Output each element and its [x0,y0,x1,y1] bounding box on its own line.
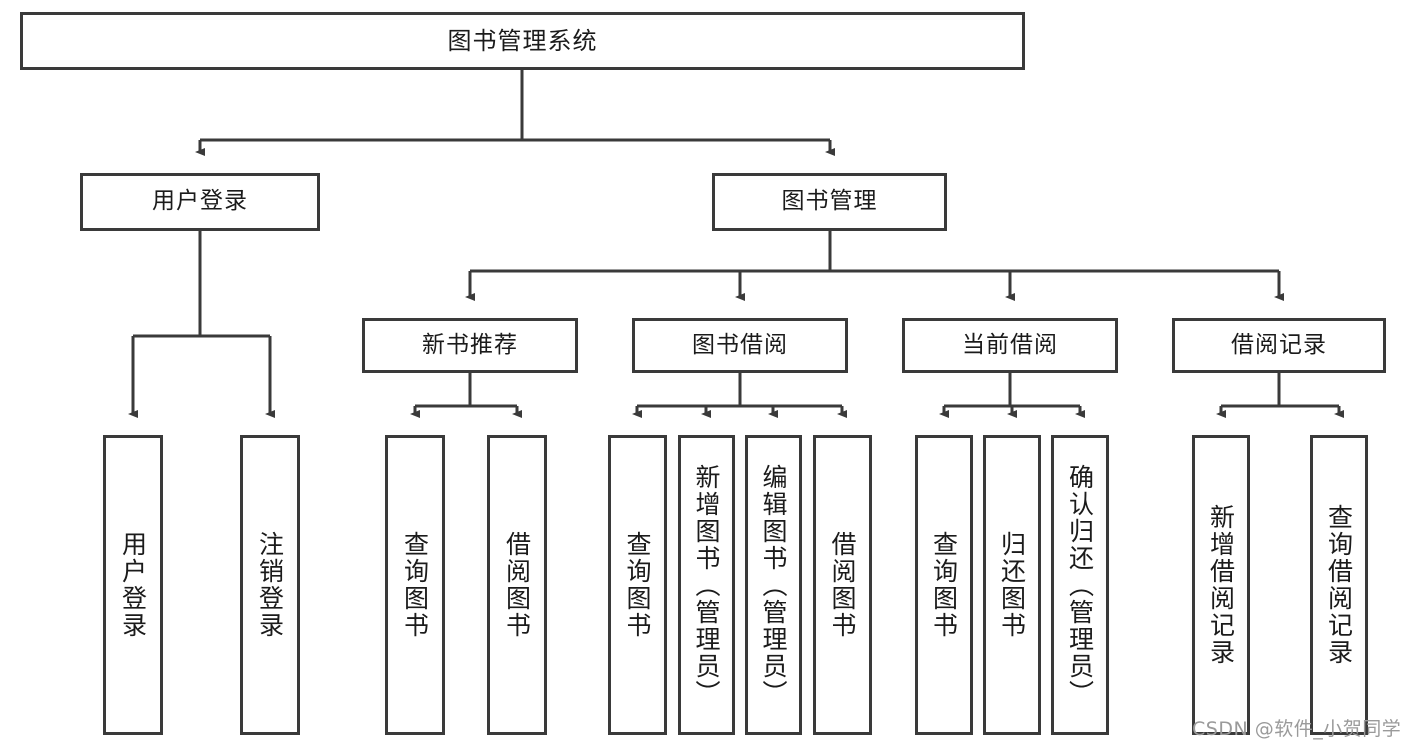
node-leaf-edit-book[interactable]: 编辑图书（管理员） [745,435,802,735]
node-leaf-add-book-label: 新增图书（管理员） [692,463,721,707]
node-current-borrow-label: 当前借阅 [962,331,1058,358]
node-book-manage[interactable]: 图书管理 [712,173,947,231]
node-leaf-query-book-3[interactable]: 查询图书 [915,435,973,735]
node-leaf-borrow-book-1-label: 借阅图书 [502,531,532,639]
node-root-label: 图书管理系统 [447,26,598,55]
node-user-login[interactable]: 用户登录 [80,173,320,231]
node-leaf-query-record-label: 查询借阅记录 [1324,504,1354,666]
node-current-borrow[interactable]: 当前借阅 [902,318,1118,373]
node-leaf-user-login[interactable]: 用户登录 [103,435,163,735]
node-leaf-query-book-2[interactable]: 查询图书 [608,435,667,735]
node-leaf-borrow-book-1[interactable]: 借阅图书 [487,435,547,735]
node-leaf-query-book-2-label: 查询图书 [623,531,652,639]
node-leaf-edit-book-label: 编辑图书（管理员） [759,463,788,707]
node-leaf-borrow-book-2[interactable]: 借阅图书 [813,435,872,735]
node-user-login-label: 用户登录 [152,188,248,215]
node-book-borrow[interactable]: 图书借阅 [632,318,848,373]
node-borrow-record[interactable]: 借阅记录 [1172,318,1386,373]
node-leaf-user-login-label: 用户登录 [118,531,148,639]
node-book-manage-label: 图书管理 [781,188,878,215]
node-leaf-logout[interactable]: 注销登录 [240,435,300,735]
node-leaf-add-record-label: 新增借阅记录 [1206,504,1236,666]
csdn-watermark: CSDN @软件_小贺同学 [1192,718,1402,740]
node-borrow-record-label: 借阅记录 [1231,331,1327,358]
node-leaf-return-book-label: 归还图书 [997,531,1027,639]
node-leaf-confirm-return[interactable]: 确认归还（管理员） [1051,435,1109,735]
node-leaf-return-book[interactable]: 归还图书 [983,435,1041,735]
node-root[interactable]: 图书管理系统 [20,12,1025,70]
node-leaf-borrow-book-2-label: 借阅图书 [828,531,857,639]
node-new-book-rec-label: 新书推荐 [422,331,518,358]
node-leaf-confirm-return-label: 确认归还（管理员） [1065,463,1095,707]
node-leaf-query-book-1[interactable]: 查询图书 [385,435,445,735]
node-leaf-logout-label: 注销登录 [255,531,285,639]
node-leaf-query-book-1-label: 查询图书 [400,531,430,639]
node-book-borrow-label: 图书借阅 [692,331,788,358]
node-leaf-add-book[interactable]: 新增图书（管理员） [678,435,735,735]
node-leaf-query-record[interactable]: 查询借阅记录 [1310,435,1368,735]
node-leaf-query-book-3-label: 查询图书 [929,531,959,639]
node-leaf-add-record[interactable]: 新增借阅记录 [1192,435,1250,735]
node-new-book-rec[interactable]: 新书推荐 [362,318,578,373]
